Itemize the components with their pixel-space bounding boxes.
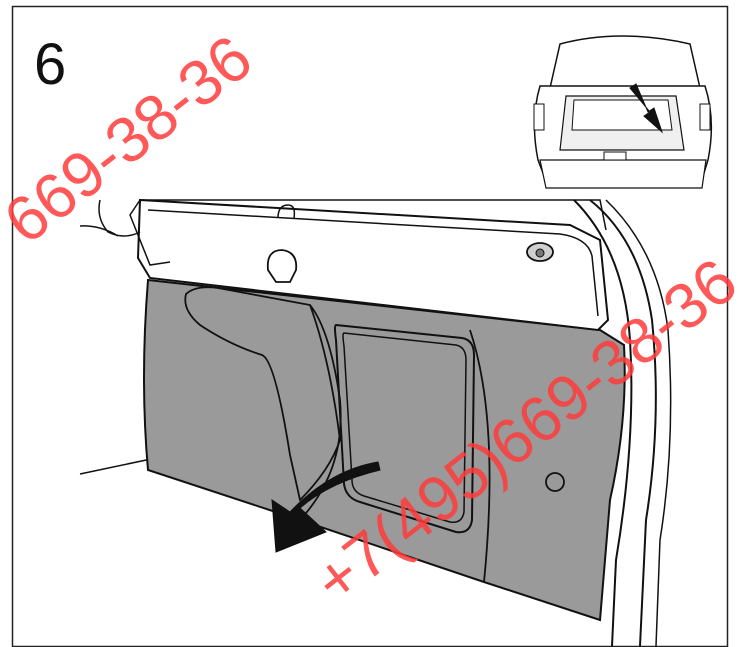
- inset-tailgate: [549, 35, 701, 89]
- tie-down-hook-top: [277, 204, 296, 219]
- tie-down-hook: [266, 249, 298, 283]
- step-number: 6: [34, 32, 67, 97]
- rear-pillar-outer: [589, 199, 657, 647]
- upper-trim-strip: [136, 198, 610, 332]
- left-strap-2: [98, 199, 141, 237]
- trim-left-end: [129, 199, 171, 266]
- upper-trim-strip-edge: [147, 209, 599, 317]
- trunk-light-lens: [535, 248, 545, 258]
- inset-taillight-right: [699, 103, 711, 131]
- inset-bumper: [539, 159, 707, 189]
- access-cover-outer: [334, 323, 476, 534]
- removal-direction-arrow: [271, 461, 381, 553]
- access-cover-inner: [342, 332, 467, 524]
- panel-fastener-hole: [545, 472, 565, 492]
- inset-vehicle-rear-view: [533, 35, 713, 189]
- inset-plate: [603, 151, 627, 161]
- panel-ridge-right: [469, 329, 491, 583]
- upper-trim-top-edge: [140, 199, 607, 231]
- rear-pillar-inner: [573, 199, 633, 647]
- rear-pillar-seal: [605, 199, 672, 647]
- inset-taillight-left: [533, 103, 545, 131]
- side-trim-panel: [143, 278, 626, 622]
- inset-seat-back: [571, 99, 673, 131]
- inset-pointer-arrow: [629, 83, 664, 134]
